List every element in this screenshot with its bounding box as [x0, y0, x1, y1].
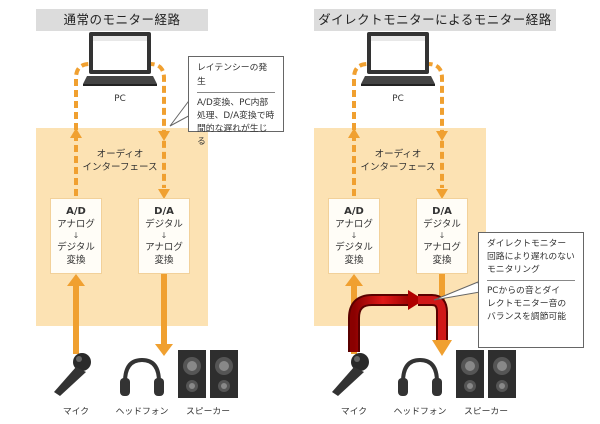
right-mic-arrowhead: [345, 274, 363, 286]
right-da-converter: D/A デジタル ↓ アナログ 変換: [416, 198, 468, 274]
microphone-icon: [54, 353, 91, 396]
left-da-converter: D/A デジタル ↓ アナログ 変換: [138, 198, 190, 274]
left-mic-line: [73, 284, 79, 354]
direct-monitor-arrow: [348, 290, 448, 352]
left-speaker-label: スピーカー: [186, 407, 230, 417]
right-title: ダイレクトモニターによるモニター経路: [314, 9, 556, 31]
right-speaker-label: スピーカー: [464, 407, 508, 417]
left-output-arrowhead: [155, 344, 173, 356]
left-ad-converter: A/D アナログ ↓ デジタル 変換: [50, 198, 102, 274]
right-ad-converter: A/D アナログ ↓ デジタル 変換: [328, 198, 380, 274]
right-direct-monitor-note: ダイレクトモニター 回路により遅れのない モニタリング PCからの音とダイ レク…: [478, 232, 584, 348]
left-latency-note: レイテンシーの発生 A/D変換、PC内部 処理、D/A変換で時 間的な遅れが生じ…: [188, 56, 284, 147]
headphones-icon: [120, 357, 164, 396]
laptop-icon: [361, 32, 435, 86]
left-interface-label: オーディオ インターフェース: [82, 149, 158, 173]
right-mic-label: マイク: [340, 407, 368, 417]
left-down-arrowhead-1: [158, 131, 170, 141]
left-output-line: [161, 274, 167, 348]
headphones-icon: [398, 357, 442, 396]
right-pc-label: PC: [392, 94, 404, 104]
left-mic-label: マイク: [62, 407, 90, 417]
left-pc-label: PC: [114, 94, 126, 104]
right-down-arrowhead-2: [436, 189, 448, 199]
right-headphone-label: ヘッドフォン: [393, 407, 447, 417]
right-down-arrowhead-1: [436, 131, 448, 141]
speaker-icon: [178, 350, 238, 398]
left-title: 通常のモニター経路: [36, 9, 208, 31]
microphone-icon: [332, 353, 369, 396]
right-output-arrowhead: [432, 340, 452, 356]
right-interface-label: オーディオ インターフェース: [360, 149, 436, 173]
speaker-icon: [456, 350, 516, 398]
left-down-arrowhead-2: [158, 189, 170, 199]
left-up-arrowhead: [70, 128, 82, 138]
left-headphone-label: ヘッドフォン: [115, 407, 169, 417]
laptop-icon: [83, 32, 157, 86]
left-mic-arrowhead: [67, 274, 85, 286]
right-up-arrowhead: [348, 128, 360, 138]
